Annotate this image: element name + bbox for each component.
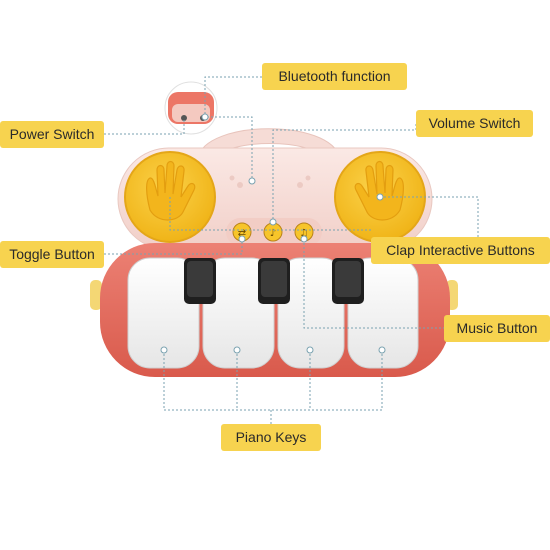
- body-dot: [297, 182, 303, 188]
- label-bluetooth-function: Bluetooth function: [262, 63, 407, 90]
- hand-icon: [354, 160, 404, 221]
- label-toggle-button: Toggle Button: [0, 241, 104, 268]
- piano-keys[interactable]: [127, 257, 419, 369]
- leader-dots: [160, 113, 386, 354]
- power-switch[interactable]: [181, 115, 187, 121]
- body-dot: [305, 175, 311, 181]
- body-dot: [229, 175, 235, 181]
- hand-icon: [146, 160, 196, 221]
- toggle-button[interactable]: ⇄: [232, 222, 252, 242]
- label-music-button: Music Button: [444, 315, 550, 342]
- side-knob-left: [90, 280, 102, 310]
- svg-text:♫: ♫: [300, 228, 309, 239]
- svg-text:⇄: ⇄: [238, 228, 246, 239]
- piano-black-keys[interactable]: [184, 258, 364, 304]
- body-dot: [237, 182, 243, 188]
- svg-text:♪: ♪: [270, 228, 276, 239]
- callout-leaders: [104, 76, 479, 424]
- label-piano-keys: Piano Keys: [221, 424, 321, 451]
- volume-button[interactable]: ♪: [263, 222, 283, 242]
- music-button[interactable]: ♫: [294, 222, 314, 242]
- label-volume-switch: Volume Switch: [416, 110, 533, 137]
- power-switch-inset: [164, 81, 218, 135]
- label-clap-buttons: Clap Interactive Buttons: [371, 237, 550, 264]
- label-power-switch: Power Switch: [0, 121, 104, 148]
